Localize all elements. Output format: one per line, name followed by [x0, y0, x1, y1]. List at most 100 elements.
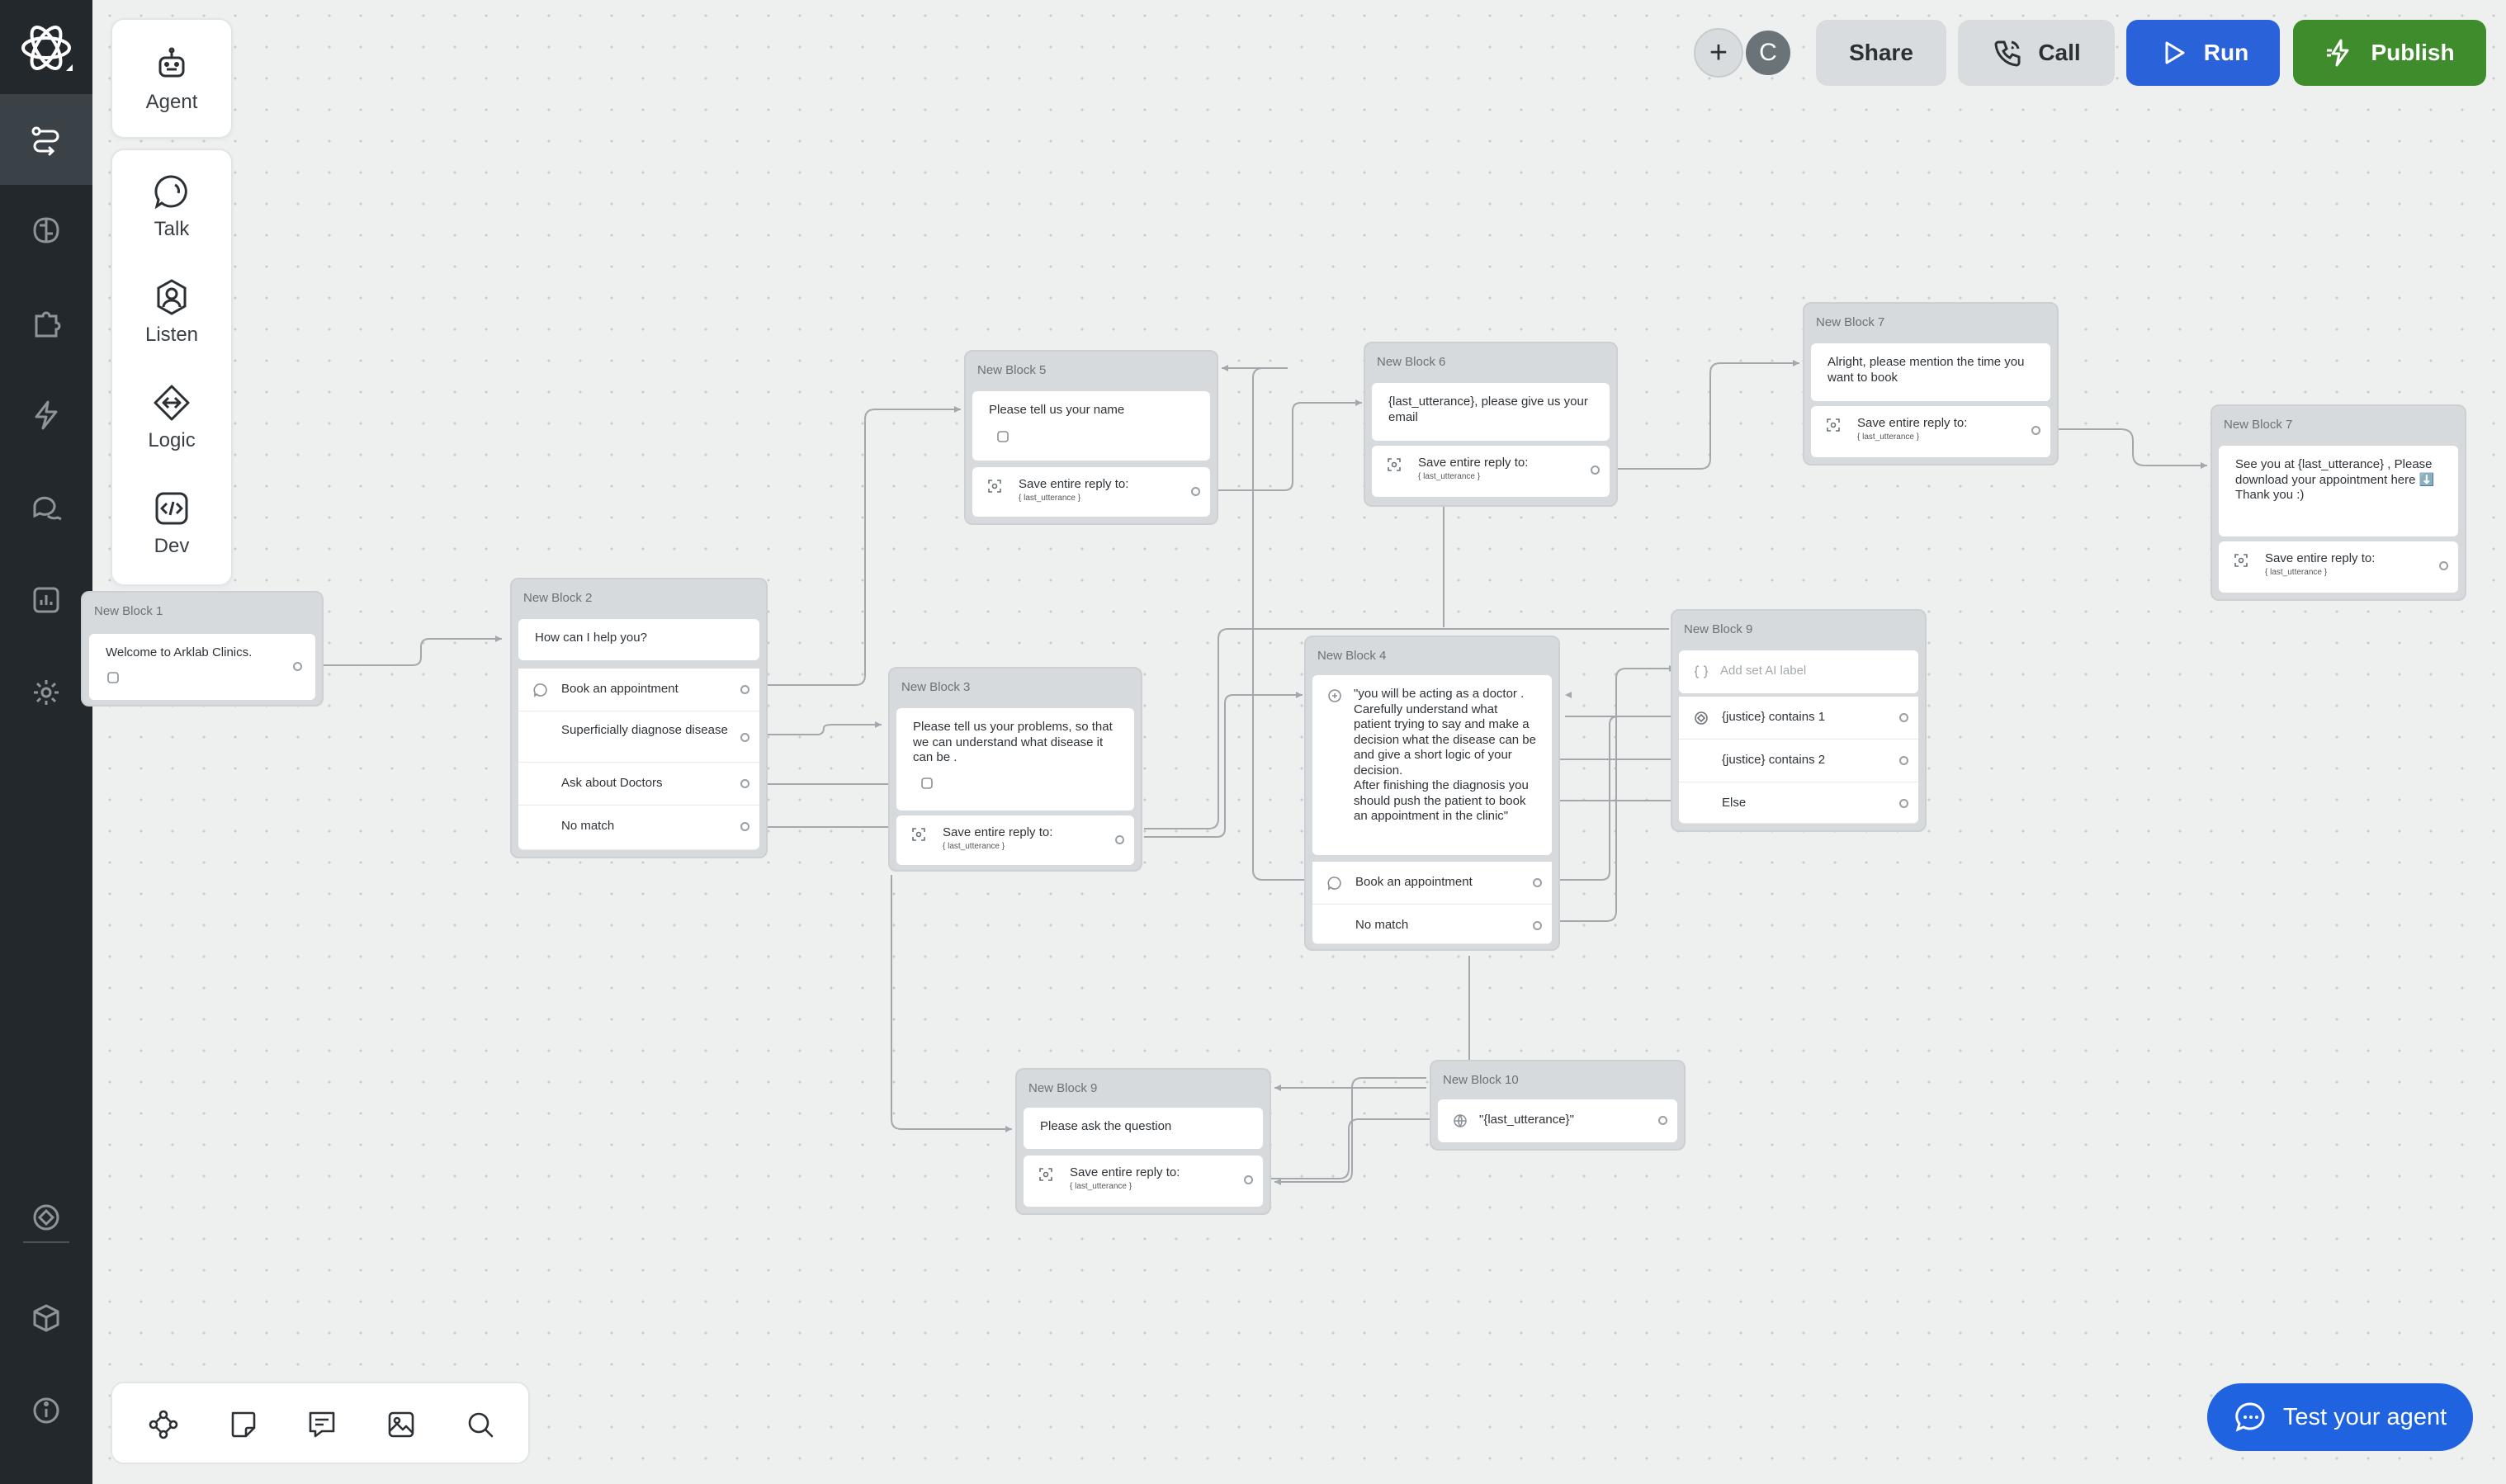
capture-icon — [1387, 457, 1402, 472]
call-button[interactable]: Call — [1958, 20, 2115, 86]
message-card[interactable]: See you at {last_utterance} , Please dow… — [2219, 446, 2458, 536]
condition-row[interactable]: {justice} contains 1 — [1679, 697, 1918, 740]
comment-tool[interactable] — [305, 1408, 338, 1441]
message-card[interactable]: Please tell us your problems, so that we… — [896, 708, 1134, 811]
nav-integrations[interactable] — [0, 277, 92, 368]
block-1[interactable]: New Block 1 Welcome to Arklab Clinics. — [81, 591, 324, 707]
rail-divider — [23, 1241, 69, 1243]
output-port[interactable] — [1191, 487, 1200, 496]
output-port[interactable] — [2439, 561, 2448, 570]
test-agent-label: Test your agent — [2282, 1403, 2447, 1430]
image-tool[interactable] — [385, 1408, 418, 1441]
nav-target[interactable] — [0, 1172, 92, 1263]
nav-settings[interactable] — [0, 647, 92, 738]
condition-row[interactable]: {justice} contains 2 — [1679, 740, 1918, 782]
output-port[interactable] — [740, 685, 749, 694]
output-port[interactable] — [740, 733, 749, 742]
output-port[interactable] — [1658, 1116, 1667, 1125]
ai-prompt-card[interactable]: "you will be acting as a doctor . Carefu… — [1312, 675, 1552, 855]
palette-agent[interactable]: Agent — [112, 45, 231, 114]
nav-conversations[interactable] — [0, 462, 92, 553]
capture-card[interactable]: Save entire reply to: { last_utterance } — [972, 467, 1210, 517]
info-icon — [33, 1397, 59, 1424]
nav-brain[interactable] — [0, 185, 92, 276]
ai-label-input[interactable]: Add set AI label — [1679, 650, 1918, 693]
block-10[interactable]: New Block 10 "{last_utterance}" — [1430, 1060, 1686, 1151]
block-7[interactable]: New Block 7 Alright, please mention the … — [1803, 302, 2059, 466]
palette-logic[interactable]: Logic — [112, 383, 231, 452]
palette-dev[interactable]: Dev — [112, 489, 231, 558]
share-button[interactable]: Share — [1816, 20, 1946, 86]
block-9-question[interactable]: New Block 9 Please ask the question Save… — [1015, 1068, 1271, 1215]
block-2[interactable]: New Block 2 How can I help you? Book an … — [510, 578, 768, 858]
message-card[interactable]: Welcome to Arklab Clinics. — [89, 634, 315, 700]
output-port[interactable] — [1899, 756, 1908, 765]
capture-card[interactable]: Save entire reply to: { last_utterance } — [1372, 446, 1610, 497]
auto-layout-tool[interactable] — [147, 1408, 180, 1441]
no-match-row[interactable]: No match — [1312, 905, 1552, 944]
block-4[interactable]: New Block 4 "you will be acting as a doc… — [1304, 636, 1560, 951]
block-title: New Block 4 — [1317, 649, 1387, 663]
capture-card[interactable]: Save entire reply to: { last_utterance } — [2219, 541, 2458, 593]
else-row[interactable]: Else — [1679, 782, 1918, 824]
palette-listen[interactable]: Listen — [112, 277, 231, 347]
run-label: Run — [2203, 40, 2249, 65]
sticky-note-icon — [231, 1411, 256, 1438]
output-port[interactable] — [1244, 1175, 1253, 1184]
message-card[interactable]: Please tell us your name — [972, 391, 1210, 461]
play-icon — [2165, 41, 2185, 64]
block-9-condition[interactable]: New Block 9 Add set AI label {justice} c… — [1671, 609, 1927, 832]
block-3[interactable]: New Block 3 Please tell us your problems… — [888, 667, 1142, 872]
no-match-row[interactable]: No match — [518, 806, 759, 850]
intent-icon — [1327, 876, 1342, 891]
test-agent-button[interactable]: Test your agent — [2207, 1383, 2473, 1451]
nav-actions[interactable] — [0, 370, 92, 461]
api-card[interactable]: "{last_utterance}" — [1438, 1099, 1677, 1142]
block-7-final[interactable]: New Block 7 See you at {last_utterance} … — [2210, 404, 2466, 601]
output-port[interactable] — [2031, 426, 2040, 435]
message-card[interactable]: {last_utterance}, please give us your em… — [1372, 383, 1610, 441]
intent-row[interactable]: Book an appointment — [518, 669, 759, 711]
output-port[interactable] — [293, 662, 302, 671]
output-port[interactable] — [1533, 878, 1542, 887]
block-title: New Block 6 — [1377, 355, 1446, 369]
output-port[interactable] — [740, 779, 749, 788]
capture-icon — [1038, 1167, 1053, 1182]
wire-b9b-b10 — [1268, 1118, 1436, 1179]
capture-card[interactable]: Save entire reply to: { last_utterance } — [1024, 1156, 1263, 1207]
nav-analytics[interactable] — [0, 555, 92, 645]
search-tool[interactable] — [464, 1408, 497, 1441]
publish-button[interactable]: Publish — [2293, 20, 2486, 86]
capture-card[interactable]: Save entire reply to: { last_utterance } — [1811, 406, 2050, 457]
message-card[interactable]: Alright, please mention the time you wan… — [1811, 343, 2050, 401]
canvas-toolbar — [111, 1382, 530, 1464]
sticky-note-tool[interactable] — [226, 1408, 259, 1441]
add-collaborator-button[interactable]: + — [1694, 28, 1743, 78]
palette-talk[interactable]: Talk — [112, 172, 231, 241]
intent-row[interactable]: Ask about Doctors — [518, 763, 759, 806]
logo-icon[interactable] — [18, 20, 74, 76]
output-port[interactable] — [1899, 799, 1908, 808]
output-port[interactable] — [1899, 713, 1908, 722]
output-port[interactable] — [1533, 921, 1542, 930]
message-card[interactable]: How can I help you? — [518, 619, 759, 660]
intent-row[interactable]: Superficially diagnose disease — [518, 711, 759, 763]
block-6[interactable]: New Block 6 {last_utterance}, please giv… — [1364, 342, 1618, 507]
nodes-icon — [149, 1410, 178, 1439]
output-port[interactable] — [1591, 466, 1600, 475]
run-button[interactable]: Run — [2126, 20, 2280, 86]
capture-card[interactable]: Save entire reply to: { last_utterance } — [896, 815, 1134, 865]
nav-models[interactable] — [0, 1273, 92, 1363]
avatar[interactable]: C — [1743, 28, 1793, 78]
nav-flow[interactable] — [0, 94, 92, 185]
intent-label: No match — [561, 819, 615, 833]
message-card[interactable]: Please ask the question — [1024, 1108, 1263, 1149]
output-port[interactable] — [1115, 835, 1124, 844]
wire-b3-b4 — [1144, 694, 1303, 838]
nav-info[interactable] — [0, 1365, 92, 1456]
intent-row[interactable]: Book an appointment — [1312, 862, 1552, 905]
output-port[interactable] — [740, 822, 749, 831]
ai-icon — [1327, 688, 1342, 703]
block-5[interactable]: New Block 5 Please tell us your name Sav… — [964, 350, 1218, 525]
